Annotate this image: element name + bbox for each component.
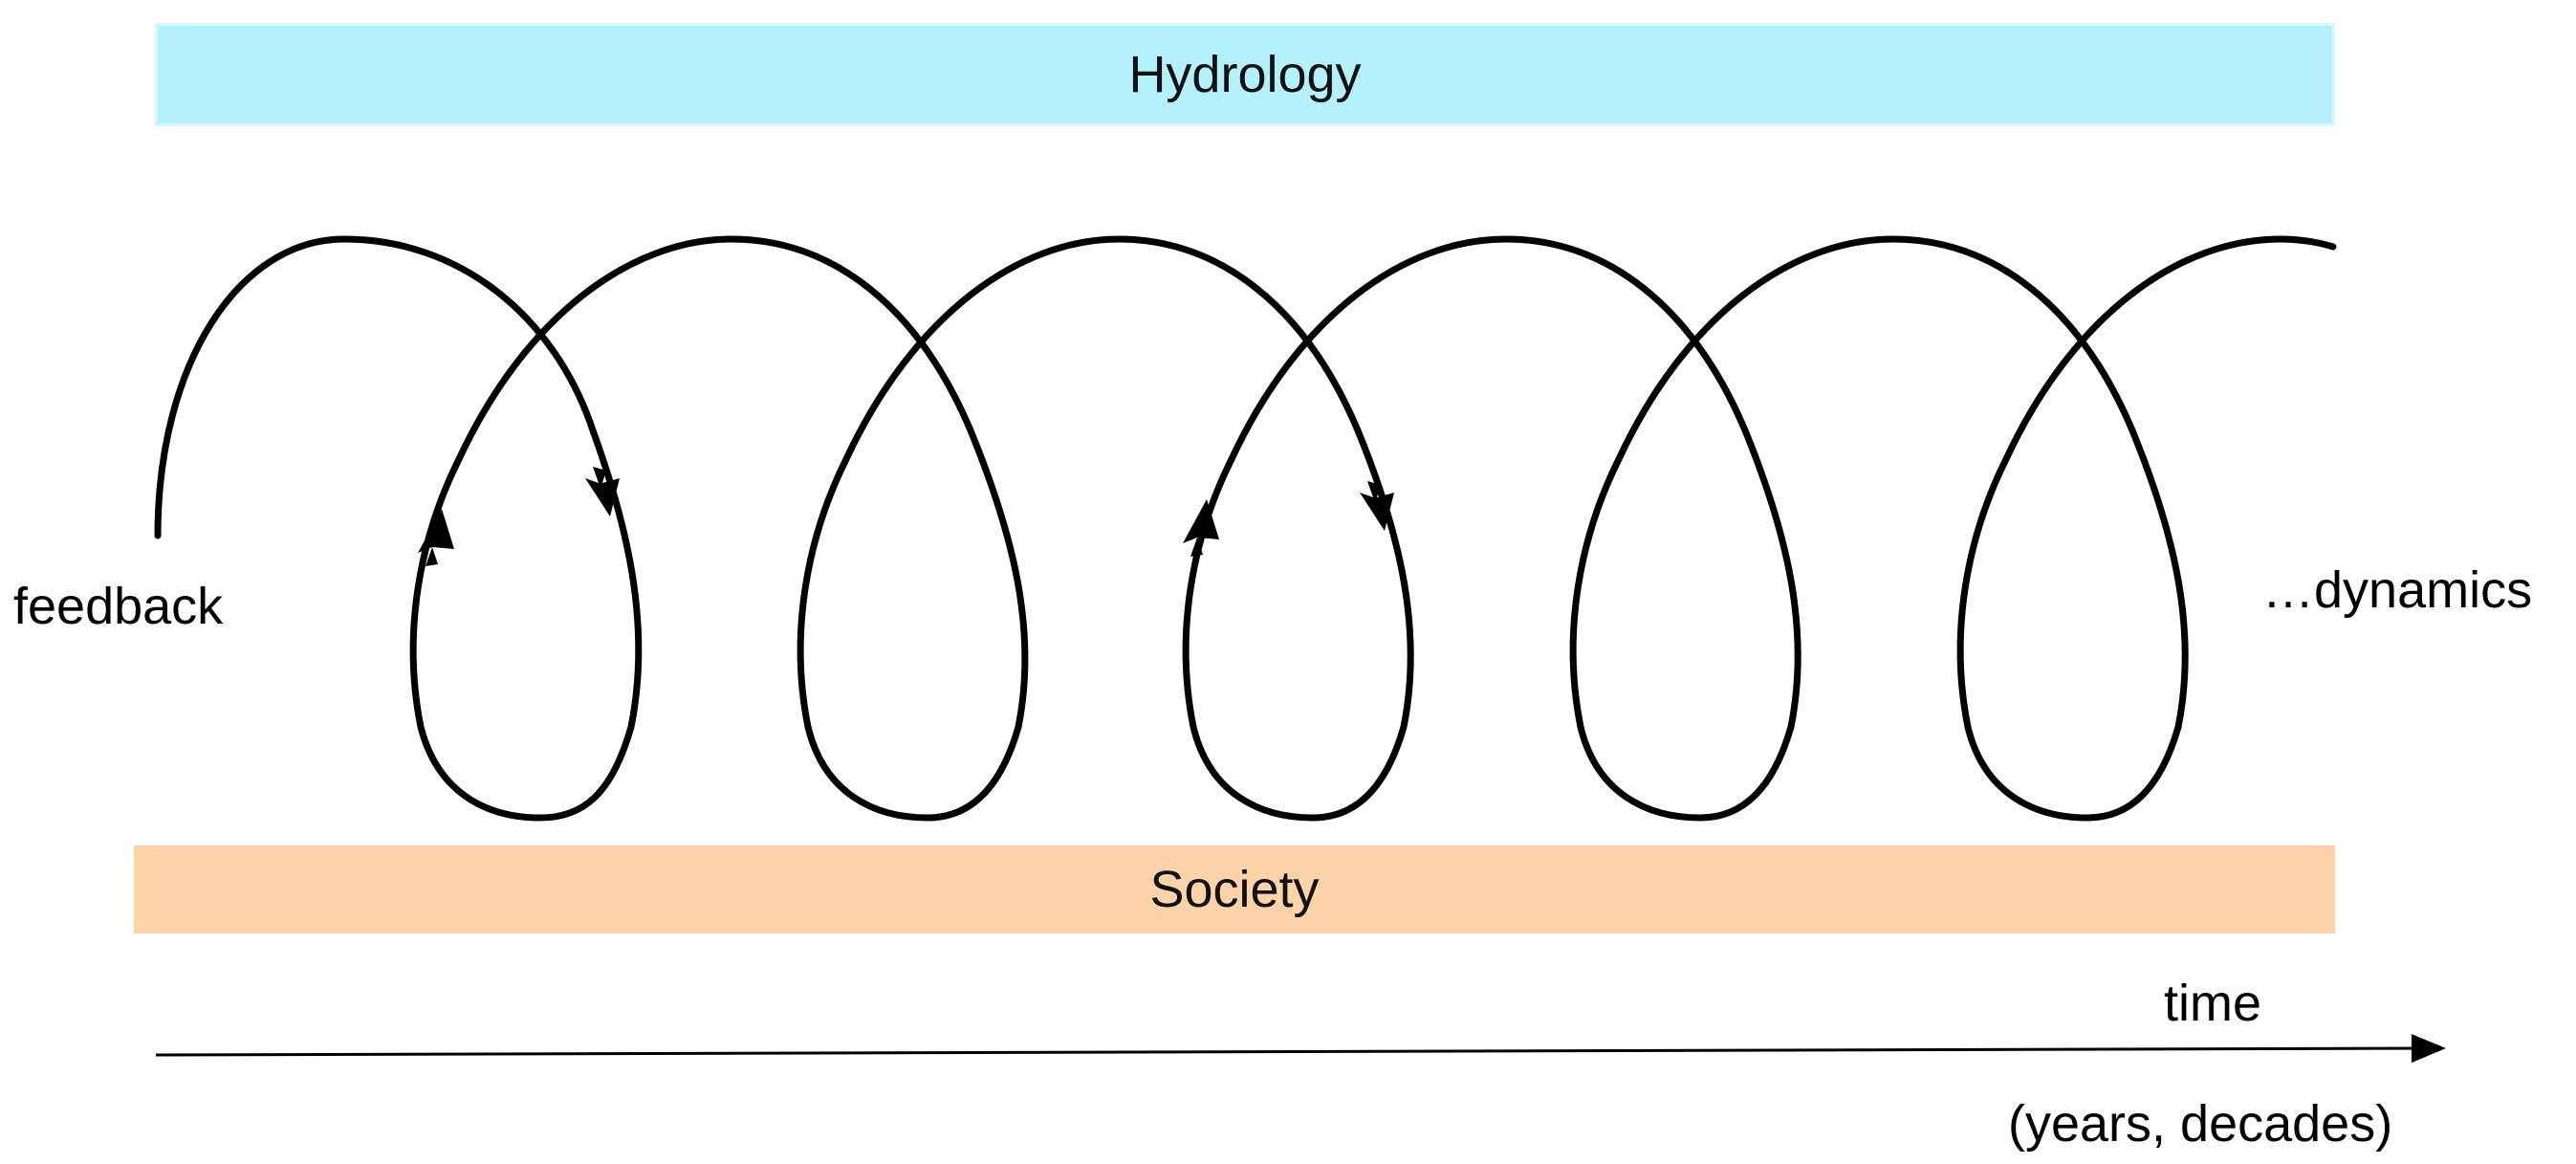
arrow-down-loop-3 (1360, 481, 1394, 531)
hydrology-label: Hydrology (1128, 46, 1362, 103)
time-axis-label: time (2164, 975, 2262, 1032)
arrow-up-loop-1 (418, 509, 454, 566)
society-band: Society (134, 846, 2335, 933)
hydrology-band: Hydrology (155, 23, 2335, 126)
feedback-label: feedback (13, 578, 224, 635)
arrow-up-loop-3 (1183, 499, 1219, 557)
time-axis-arrow (155, 1034, 2446, 1064)
time-units-label: (years, decades) (2008, 1095, 2393, 1153)
feedback-coil-curve (154, 235, 2337, 822)
society-label: Society (1149, 861, 1320, 918)
arrow-down-loop-1 (585, 467, 620, 516)
direction-arrows (418, 467, 1394, 566)
dynamics-label: …dynamics (2262, 561, 2533, 619)
